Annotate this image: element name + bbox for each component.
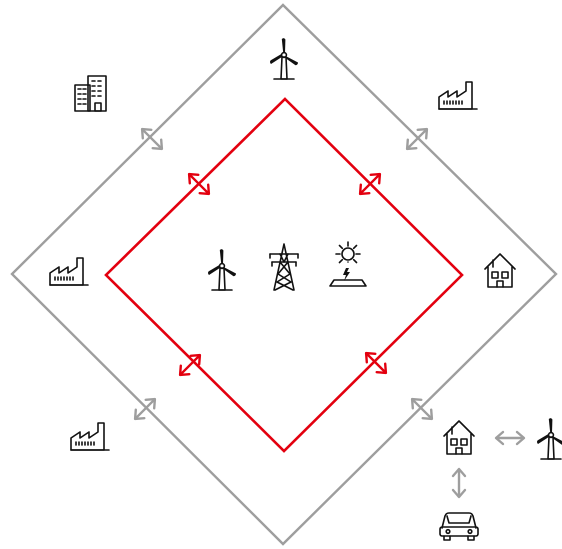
inner-link-arrow-bottom-left — [174, 349, 206, 381]
wind-turbine-icon — [207, 248, 237, 291]
house-icon — [484, 253, 516, 288]
house-turbine-link-arrow — [494, 430, 526, 446]
office-building-icon — [74, 75, 107, 112]
house-icon — [443, 420, 475, 455]
wind-turbine-icon — [269, 37, 299, 80]
outer-link-arrow-bottom-right — [406, 393, 438, 425]
inner-network-frame — [104, 97, 464, 453]
outer-link-arrow-top-right — [401, 123, 433, 155]
car-icon — [439, 512, 479, 541]
solar-panel-icon — [329, 241, 367, 287]
house-car-link-arrow — [451, 467, 467, 499]
wind-turbine-icon — [536, 417, 562, 460]
outer-network-frame — [10, 3, 558, 546]
outer-link-arrow-bottom-left — [129, 393, 161, 425]
factory-icon — [49, 257, 89, 286]
factory-icon — [438, 81, 478, 110]
inner-link-arrow-bottom-right — [360, 347, 392, 379]
transmission-tower-icon — [269, 243, 299, 291]
factory-icon — [70, 422, 110, 451]
outer-link-arrow-top-left — [136, 123, 168, 155]
